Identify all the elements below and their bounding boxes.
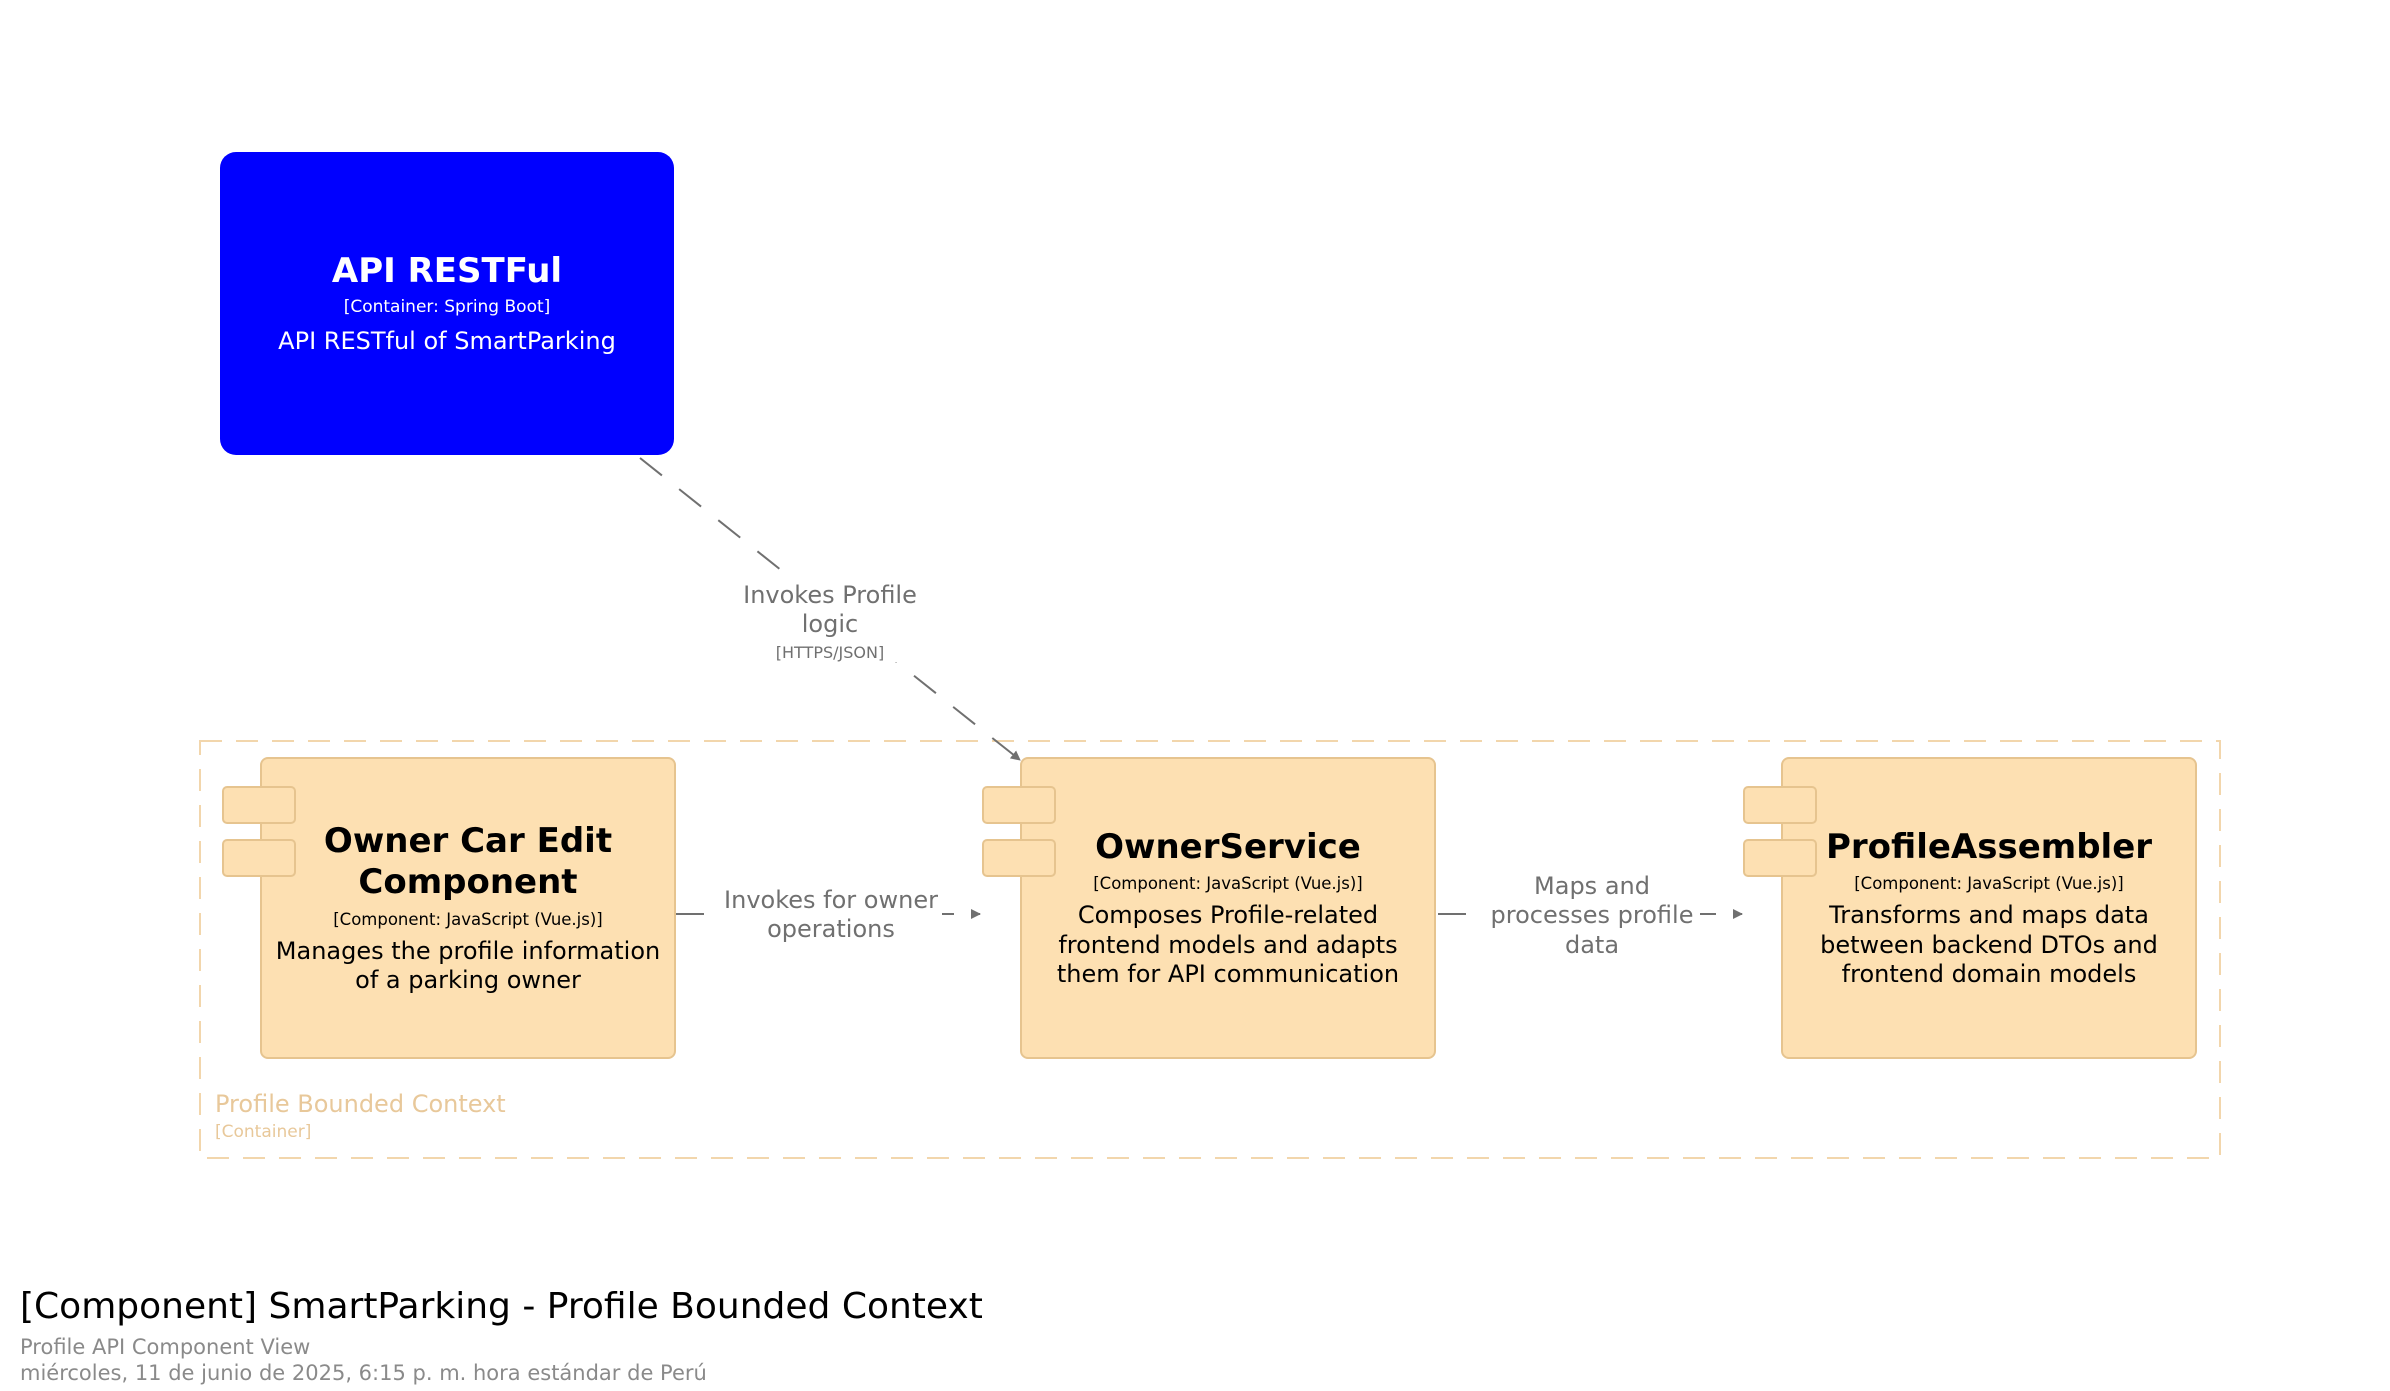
component-tab-icon — [222, 786, 296, 824]
relationship-text: Maps and processes profile data — [1490, 872, 1694, 959]
container-description: API RESTful of SmartParking — [278, 327, 616, 356]
diagram-subtitle: Profile API Component View — [20, 1335, 311, 1359]
component-description: Manages the profile information of a par… — [275, 936, 661, 994]
component-name: OwnerService — [1095, 826, 1361, 867]
component-technology: [Component: JavaScript (Vue.js)] — [333, 909, 603, 929]
component-name: Owner Car Edit Component — [323, 820, 613, 903]
api-restful-container[interactable]: API RESTFul [Container: Spring Boot] API… — [220, 152, 674, 455]
profile-bounded-context-boundary — [199, 740, 2221, 1159]
component-tab-icon — [1743, 839, 1817, 877]
component-name: ProfileAssembler — [1825, 826, 2153, 867]
component-tab-icon — [222, 839, 296, 877]
relationship-label-invokes-owner-operations: Invokes for owner operations — [720, 886, 942, 945]
relationship-text: Invokes Profile logic — [743, 581, 917, 639]
component-description: Composes Profile-related frontend models… — [1056, 901, 1400, 988]
container-name: API RESTFul — [331, 250, 563, 291]
diagram-title: [Component] SmartParking - Profile Bound… — [20, 1286, 983, 1327]
component-tab-icon — [982, 786, 1056, 824]
container-technology: [Container: Spring Boot] — [343, 297, 551, 318]
profile-assembler-component[interactable]: ProfileAssembler [Component: JavaScript … — [1781, 757, 2197, 1059]
arrow-api-to-ownerservice — [639, 457, 1021, 761]
component-description: Transforms and maps data between backend… — [1820, 901, 2158, 988]
component-tab-icon — [982, 839, 1056, 877]
component-technology: [Component: JavaScript (Vue.js)] — [1093, 874, 1363, 894]
boundary-kind: [Container] — [215, 1122, 312, 1142]
component-technology: [Component: JavaScript (Vue.js)] — [1854, 874, 2124, 894]
owner-service-component[interactable]: OwnerService [Component: JavaScript (Vue… — [1020, 757, 1436, 1059]
relationship-label-maps-profile-data: Maps and processes profile data — [1484, 872, 1700, 960]
boundary-label: Profile Bounded Context [Container] — [215, 1090, 506, 1142]
diagram-date: miércoles, 11 de junio de 2025, 6:15 p. … — [20, 1361, 707, 1385]
boundary-name: Profile Bounded Context — [215, 1090, 506, 1118]
relationship-label-invokes-profile-logic: Invokes Profile logic [HTTPS/JSON] — [735, 581, 925, 662]
component-tab-icon — [1743, 786, 1817, 824]
relationship-text: Invokes for owner operations — [724, 886, 938, 944]
diagram-footer: [Component] SmartParking - Profile Bound… — [20, 1286, 983, 1385]
relationship-technology: [HTTPS/JSON] — [775, 642, 885, 662]
owner-car-edit-component[interactable]: Owner Car Edit Component [Component: Jav… — [260, 757, 676, 1059]
